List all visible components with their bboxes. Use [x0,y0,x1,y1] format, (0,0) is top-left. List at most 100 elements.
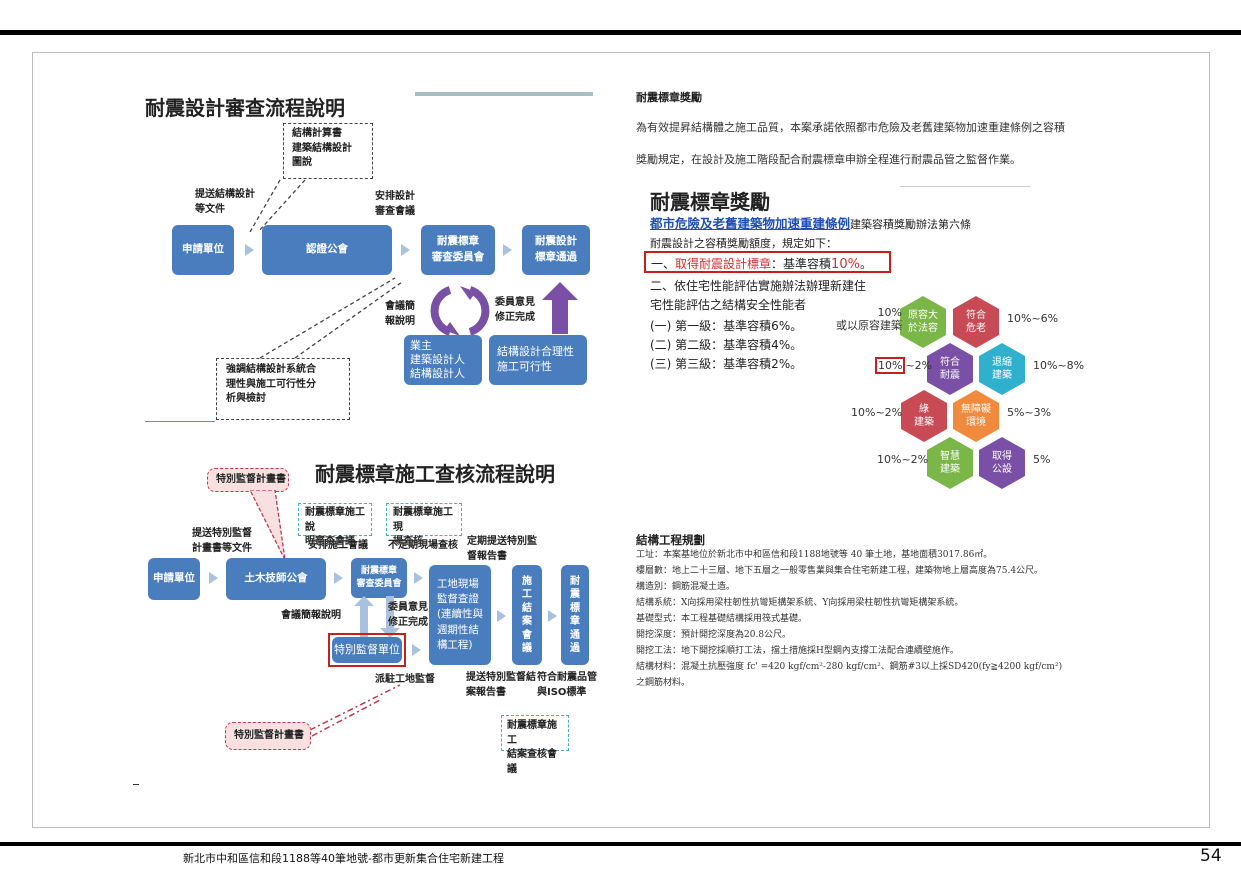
law-link[interactable]: 都市危險及老舊建築物加速重建條例 [650,216,851,231]
structure-lines: 工址：本案基地位於新北市中和區信和段1188地號等 40 筆土地，基地面積301… [636,547,1062,691]
structure-line: 開挖工法：地下開挖採順打工法，擋土措施採H型鋼內支撐工法配合連續壁施作。 [636,646,959,656]
label-arrange-construction: 安排施工會議 [308,540,368,551]
box-committee: 耐震標章 審查委員會 [351,558,407,598]
box-civil-association: 土木技師公會 [226,558,326,600]
structure-line: 工址：本案基地位於新北市中和區信和段1188地號等 40 筆土地，基地面積301… [636,550,993,560]
hexagon-2: 符合 耐震 [927,343,973,395]
header-rule [0,30,1241,35]
highlight-box: 特別監督單位 [328,633,406,667]
hexagon-value: 10% 或以原容建築 [836,306,902,333]
reward-paragraph-1: 為有效提昇結構體之施工品質，本案承諾依照都市危險及老舊建築物加速重建條例之容積 [636,121,1065,134]
label-arrange-meeting: 安排設計 審查會議 [375,191,415,217]
cycle-arrows-icon [430,282,578,336]
structure-line: 構造別：鋼筋混凝土造。 [636,582,736,592]
footer-rule [0,842,1241,846]
label-submit-docs: 提送結構設計 等文件 [195,189,255,215]
callout-pointer [249,490,286,561]
reward-heading: 耐震標章獎勵 [636,91,702,104]
box-committee: 耐震標章 審查委員會 [421,225,495,275]
rule-intro: 耐震設計之容積獎勵額度，規定如下： [650,237,837,250]
arrow-right-icon [414,572,423,584]
bidirectional-arrows-icon [354,596,400,638]
arrow-right-icon [334,572,343,584]
hexagon-1: 符合 危老 [953,296,999,348]
page-number: 54 [1200,846,1222,866]
arrow-right-icon [209,572,218,584]
structure-line: 結構系統：X向採用梁柱韌性抗彎矩構架系統、Y向採用梁柱韌性抗彎矩構架系統。 [636,598,964,608]
box-design-pass: 耐震設計 標章通過 [522,225,590,275]
rule-2-b: 宅性能評估之結構安全性能者 [650,298,807,312]
dash-mark [133,784,139,785]
structure-line: 樓層數：地上二十三層、地下五層之一般零售業與集合住宅新建工程，建築物地上層高度為… [636,566,1044,576]
rule-1-prefix: 一、 [651,257,676,271]
hexagon-7: 取得 公設 [979,437,1025,489]
hexagon-6: 智慧 建築 [927,437,973,489]
rule-1-mid: ：基準容積 [771,257,832,271]
structure-line: 之鋼筋材料。 [636,678,691,688]
label-periodic-report: 定期提送特別監 督報告書 [467,536,537,562]
box-reasonableness: 結構設計合理性 施工可行性 [489,335,587,385]
hexagon-value: 10%~2% [851,406,903,419]
rule-1-percent: 10% [831,257,860,272]
box-applicant: 申請單位 [172,225,234,275]
rule-1-end: 。 [859,257,872,271]
box-owner-designers: 業主 建築設計人 結構設計人 [404,335,482,385]
structure-heading: 結構工程規劃 [636,533,705,547]
hexagon-value: 10%~6% [1007,312,1059,325]
structure-line: 基礎型式：本工程基礎結構採用筏式基礎。 [636,614,808,624]
label-briefing: 會議簡 報說明 [385,301,415,327]
label-revise: 委員意見 修正完成 [495,297,535,323]
arrow-right-icon [503,244,512,256]
note-site-inspection: 耐震標章施工現 場查核 [386,503,462,547]
hexagon-5: 無障礙 環境 [953,390,999,442]
page-frame [32,52,1210,828]
dashed-connectors [249,179,403,359]
label-random-inspection: 不定期現場查核 [388,540,458,551]
design-flow-title: 耐震設計審查流程說明 [145,96,345,120]
label-briefing: 會議簡報說明 [281,610,341,621]
structure-line: 開挖深度：預計開挖深度為20.8公尺。 [636,630,792,640]
reward-big-title: 耐震標章獎勵 [650,190,770,214]
structure-line: 結構材料：混凝土抗壓強度 fc' =420 kgf/cm²-280 kgf/cm… [636,662,1063,672]
arrow-right-icon [548,610,557,622]
hexagon-0: 原容大 於法容 [900,296,946,348]
hexagon-value: 10%~8% [1033,359,1085,372]
law-rest: 建築容積獎勵辦法第六條 [850,218,972,231]
reward-paragraph-2: 獎勵規定，在設計及施工階段配合耐震標章申辦全程進行耐震品管之監督作業。 [636,153,1021,166]
box-site-supervision: 工地現場 監督查證 (連續性與 週期性結 構工程) [429,565,491,665]
label-submit-plan: 提送特別監督 計畫書等文件 [192,528,252,554]
label-revise: 委員意見 修正完成 [388,602,428,628]
note-special-plan: 特別監督計畫書 [207,468,289,492]
construction-flow-title: 耐震標章施工查核流程說明 [315,462,555,486]
note-closing-meeting: 耐震標章施工 結案查核會議 [501,715,569,775]
note-structure-docs: 結構計算書 建築結構設計 圖說 [283,123,373,179]
dashdot-connector [309,684,401,737]
hexagon-4: 綠 建築 [901,390,947,442]
label-iso: 符合耐震品管 與ISO標準 [537,672,597,698]
hexagon-value: 5% [1033,453,1051,466]
label-resident-supervision: 派駐工地監督 [375,674,435,685]
arrow-right-icon [497,610,506,622]
level-3: (三) 第三級：基準容積2%。 [650,357,803,371]
hexagon-value: 10%~2% [875,357,932,374]
box-label-pass: 耐 震 標 章 通 過 [561,565,589,665]
decor-line [900,186,1030,187]
hexagon-value: 10%~2% [877,453,929,466]
law-line: 都市危險及老舊建築物加速重建條例建築容積獎勵辦法第六條 [650,213,971,232]
footer-project-name: 新北市中和區信和段1188等40筆地號-都市更新集合住宅新建工程 [183,852,504,865]
hexagon-value: 5%~3% [1007,406,1052,419]
divider [145,421,215,422]
note-kickoff-meeting: 耐震標章施工說 明審查會議 [298,503,372,547]
rule-2-a: 二、依住宅性能評估實施辦法辦理新建住 [650,279,867,293]
arrow-right-icon [401,244,410,256]
label-closing-report: 提送特別監督結 案報告書 [466,672,536,698]
title-decor-bar [415,92,593,96]
rule-1-highlight: 一、取得耐震設計標章：基準容積10%。 [644,251,891,273]
box-association: 認證公會 [262,225,392,275]
arrow-right-icon [412,644,421,656]
hexagon-value-highlight: 10% [875,357,906,374]
box-special-supervisor: 特別監督單位 [332,637,402,663]
level-2: (二) 第二級：基準容積4%。 [650,338,803,352]
hexagon-3: 退縮 建築 [979,343,1025,395]
note-special-plan-2: 特別監督計畫書 [225,722,311,750]
